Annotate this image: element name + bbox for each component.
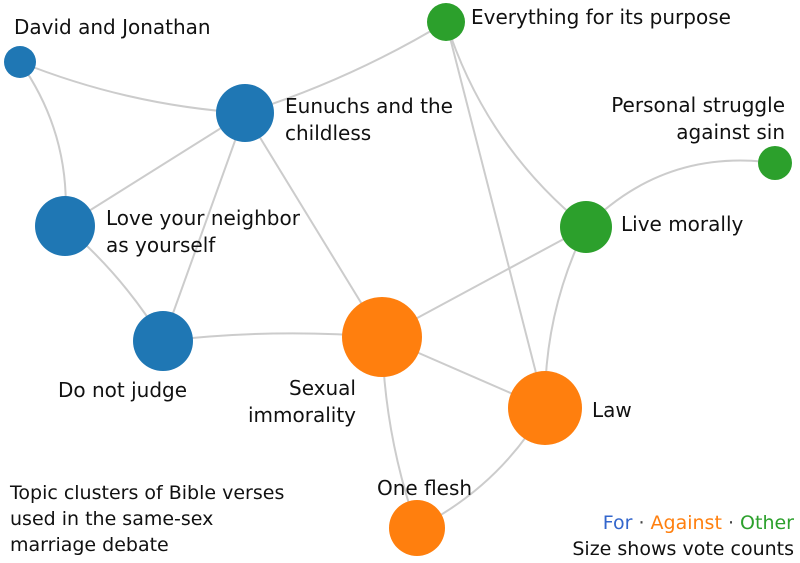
node-struggle[interactable] bbox=[758, 146, 792, 180]
label-struggle: Personal struggle against sin bbox=[611, 92, 785, 146]
label-immorality-line-1: Sexual bbox=[289, 376, 356, 400]
label-flesh-line-1: One flesh bbox=[377, 476, 473, 500]
edge-everything-law bbox=[445, 21, 546, 409]
caption-line-2: used in the same-sex bbox=[10, 508, 214, 530]
caption-line-3: marriage debate bbox=[10, 534, 169, 556]
edge-eunuchs-judge bbox=[162, 112, 246, 342]
label-eunuchs-line-1: Eunuchs and the bbox=[285, 94, 453, 118]
label-struggle-line-1: Personal struggle bbox=[611, 93, 785, 117]
node-eunuchs[interactable] bbox=[216, 84, 274, 142]
label-immorality-line-2: immorality bbox=[247, 403, 356, 427]
edge-struggle-morally bbox=[585, 159, 776, 228]
node-david[interactable] bbox=[4, 46, 36, 78]
legend-separator: · bbox=[727, 512, 734, 534]
chart-caption: Topic clusters of Bible verses used in t… bbox=[10, 480, 284, 558]
label-morally: Live morally bbox=[621, 211, 743, 238]
legend-against: Against bbox=[650, 512, 722, 534]
label-immorality: Sexual immorality bbox=[248, 375, 356, 429]
legend-other: Other bbox=[740, 512, 794, 534]
node-love[interactable] bbox=[35, 196, 95, 256]
label-love-line-2: as yourself bbox=[106, 233, 216, 257]
label-struggle-line-2: against sin bbox=[676, 120, 785, 144]
label-david-line-1: David and Jonathan bbox=[14, 15, 211, 39]
node-law[interactable] bbox=[508, 371, 582, 445]
label-law-line-1: Law bbox=[592, 398, 632, 422]
label-eunuchs: Eunuchs and the childless bbox=[285, 93, 453, 147]
label-love: Love your neighbor as yourself bbox=[106, 205, 300, 259]
caption-line-1: Topic clusters of Bible verses bbox=[10, 482, 285, 504]
label-david: David and Jonathan bbox=[14, 14, 211, 41]
label-judge: Do not judge bbox=[58, 377, 187, 404]
node-immorality[interactable] bbox=[342, 297, 422, 377]
node-everything[interactable] bbox=[427, 3, 465, 41]
label-morally-line-1: Live morally bbox=[621, 212, 744, 236]
edge-everything-morally bbox=[445, 21, 587, 228]
label-judge-line-1: Do not judge bbox=[58, 378, 188, 402]
legend-size-note: Size shows vote counts bbox=[572, 538, 794, 560]
legend-separator: · bbox=[638, 512, 645, 534]
label-love-line-1: Love your neighbor bbox=[106, 206, 300, 230]
legend-for: For bbox=[602, 512, 633, 534]
legend-categories: For · Against · Other bbox=[572, 510, 794, 536]
node-morally[interactable] bbox=[560, 201, 612, 253]
legend: For · Against · Other Size shows vote co… bbox=[572, 510, 794, 562]
graph-nodes bbox=[4, 3, 792, 556]
node-flesh[interactable] bbox=[389, 500, 445, 556]
label-flesh: One flesh bbox=[377, 475, 472, 502]
node-judge[interactable] bbox=[133, 311, 193, 371]
label-everything-line-1: Everything for its purpose bbox=[471, 5, 731, 29]
label-law: Law bbox=[592, 397, 632, 424]
edge-david-eunuchs bbox=[19, 61, 246, 114]
label-everything: Everything for its purpose bbox=[471, 4, 731, 31]
label-eunuchs-line-2: childless bbox=[285, 121, 372, 145]
